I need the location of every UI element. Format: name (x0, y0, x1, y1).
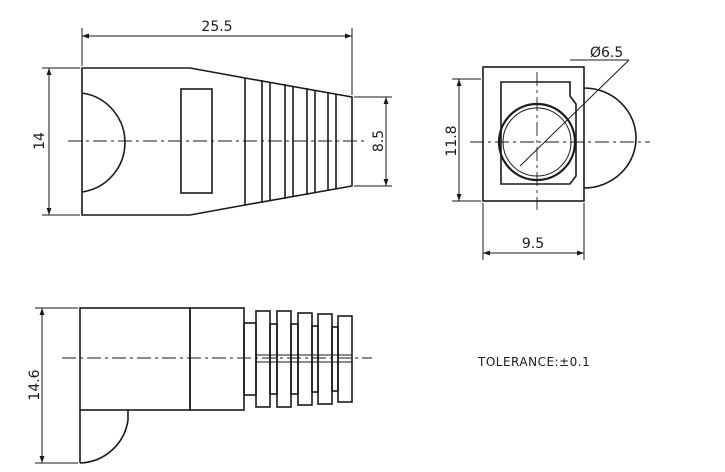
side-ribs (244, 78, 337, 205)
dim-label-end-width: 9.5 (522, 236, 544, 252)
dim-diameter: Ø6.5 (519, 45, 630, 167)
bottom-view: 14.6 (27, 307, 372, 464)
tolerance-note: TOLERANCE:±0.1 (477, 355, 590, 369)
dim-end-height: 11.8 (444, 78, 481, 202)
end-view: Ø6.5 11.8 9.5 (444, 45, 650, 260)
dim-side-height: 14 (32, 67, 80, 216)
bottom-ribs (243, 310, 353, 408)
dim-label-side-height: 14 (32, 132, 48, 150)
dim-bottom-height: 14.6 (27, 307, 78, 464)
dim-label-bottom-height: 14.6 (27, 369, 43, 400)
dim-label-end-height: 11.8 (444, 125, 460, 156)
dim-label-overall-length: 25.5 (201, 19, 232, 35)
dim-label-diameter: Ø6.5 (590, 45, 623, 61)
dim-label-tail-height: 8.5 (371, 130, 387, 152)
dim-tail-height: 8.5 (354, 96, 392, 187)
dim-overall-length: 25.5 (81, 19, 353, 95)
side-view: 25.5 14 8.5 (32, 19, 392, 216)
dim-end-width: 9.5 (482, 203, 585, 260)
